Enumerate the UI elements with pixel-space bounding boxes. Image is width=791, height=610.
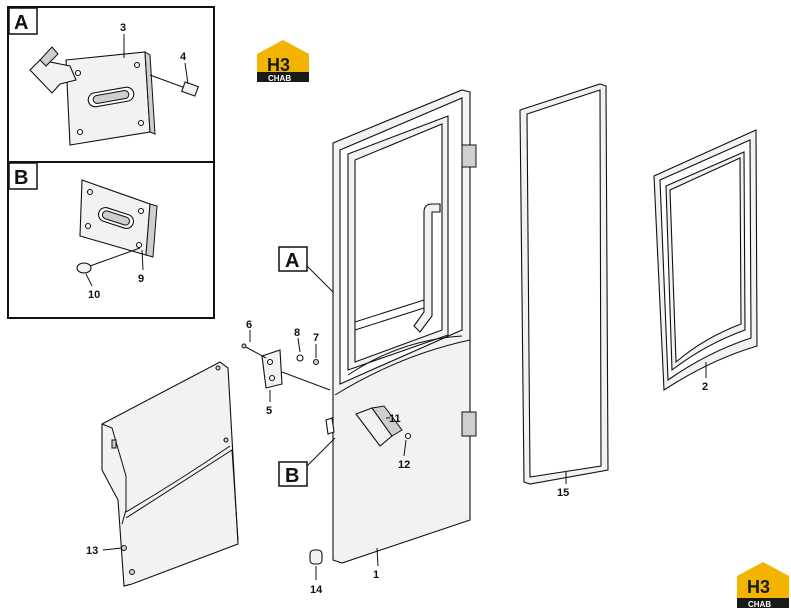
- callout-1: 1: [373, 569, 379, 581]
- door-panel: [332, 89, 477, 564]
- callout-7: 7: [313, 332, 319, 344]
- callout-14: 14: [310, 584, 323, 596]
- detail-box-b: B 10 9: [7, 161, 215, 319]
- logo-mark-top: H3: [267, 55, 290, 75]
- callout-10: 10: [88, 289, 100, 301]
- latch-assembly: [241, 330, 335, 435]
- callout-8: 8: [294, 327, 300, 339]
- callout-15: 15: [557, 487, 569, 499]
- logo-text-bottom: CHAB: [748, 600, 771, 609]
- brand-logo-bottom: H3 CHAB: [737, 562, 789, 609]
- callout-3: 3: [120, 22, 126, 34]
- callout-6: 6: [246, 319, 252, 331]
- callout-4: 4: [180, 51, 187, 63]
- marker-b: B: [278, 437, 336, 487]
- detail-box-b-label: B: [14, 167, 28, 189]
- detail-box-a: A 3 4: [7, 6, 215, 163]
- callout-12: 12: [398, 459, 410, 471]
- callout-11: 11: [389, 413, 401, 425]
- callout-13: 13: [86, 545, 98, 557]
- svg-text:A: A: [285, 250, 299, 272]
- bump-stop: [309, 549, 323, 580]
- svg-text:B: B: [285, 465, 299, 487]
- marker-a: A: [278, 246, 334, 293]
- logo-text-top: CHAB: [268, 74, 291, 83]
- trim-panel: [101, 361, 239, 587]
- door-seal: [519, 83, 609, 485]
- detail-box-a-label: A: [14, 12, 28, 34]
- callout-5: 5: [266, 405, 272, 417]
- window-pane: [653, 129, 758, 391]
- callout-9: 9: [138, 273, 144, 285]
- callout-2: 2: [702, 381, 708, 393]
- logo-mark-bottom: H3: [747, 577, 770, 597]
- brand-logo-top: H3 CHAB: [257, 40, 309, 83]
